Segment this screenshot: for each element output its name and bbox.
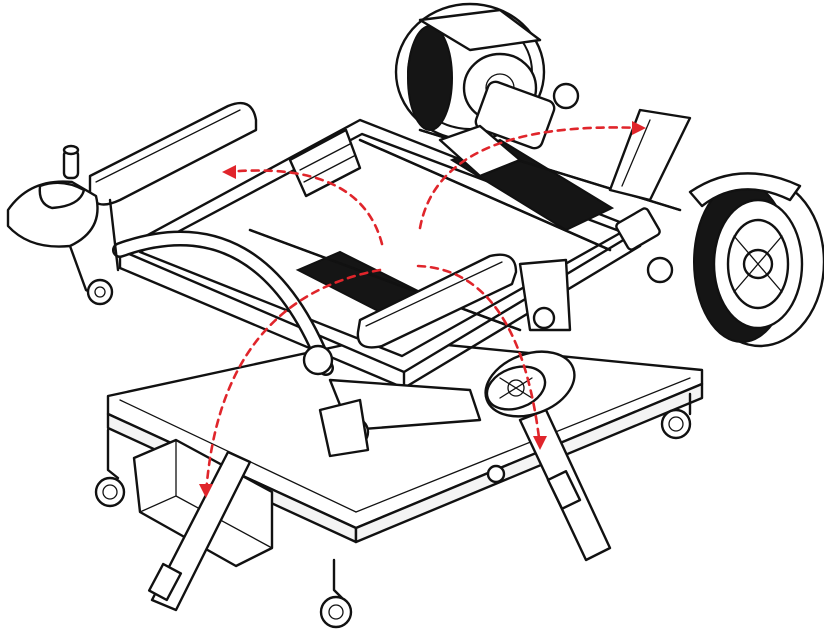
hinge-right	[518, 258, 572, 332]
hinge-left	[288, 128, 362, 198]
trolley-leg-front-left	[94, 428, 126, 508]
fold-arrows	[199, 121, 646, 498]
front-curved-tube	[112, 230, 334, 376]
fold-bracket	[608, 108, 692, 202]
front-linkage	[302, 344, 482, 458]
trolley-leg-rear-right	[660, 392, 692, 440]
strap-left	[147, 450, 252, 612]
rear-right-joint	[615, 207, 674, 284]
armrest-right	[356, 253, 518, 349]
fold-arrow-left-icon	[222, 165, 384, 246]
trolley-leg-front-right	[319, 558, 353, 629]
fold-arrow-down-icon	[416, 264, 547, 450]
armrest-left	[88, 101, 258, 272]
fold-arrow-front-icon	[199, 268, 382, 498]
fold-arrow-rear-icon	[418, 121, 646, 230]
drive-motor	[438, 80, 580, 178]
trolley-leg-rear-left	[486, 464, 506, 484]
rear-wheel-right	[688, 172, 824, 348]
tiller-control	[6, 144, 114, 306]
strap-right	[518, 408, 612, 562]
